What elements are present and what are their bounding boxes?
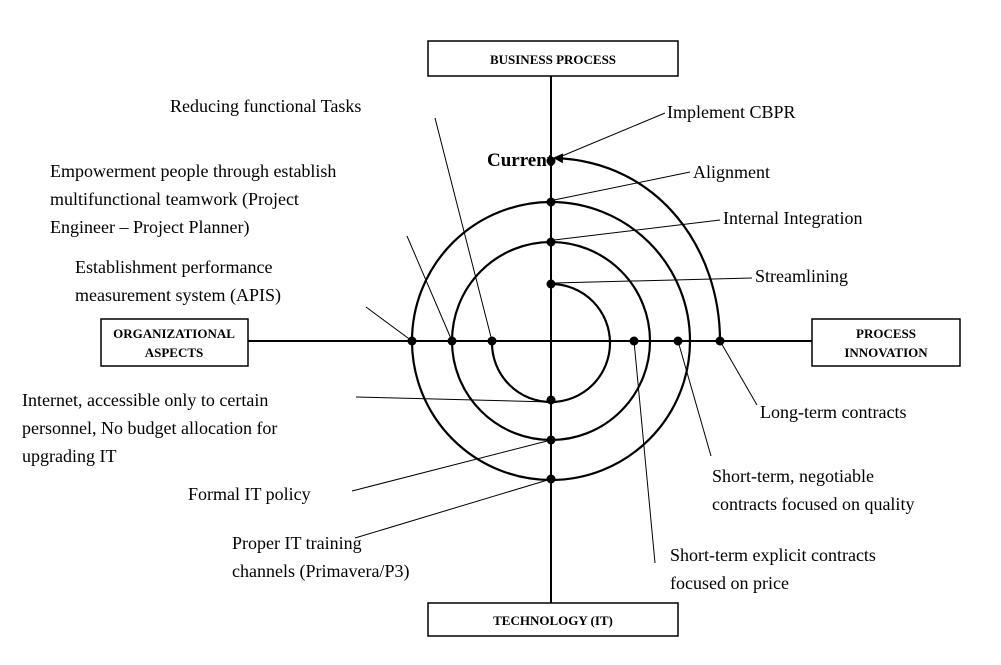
label-apis-line2: measurement system (APIS): [75, 285, 281, 306]
axis-label-bottom-text: TECHNOLOGY (IT): [493, 613, 613, 628]
axis-label-top: BUSINESS PROCESS: [427, 40, 679, 77]
axis-label-right-line1: PROCESS: [856, 326, 916, 341]
dot-current: [546, 156, 556, 166]
axis-label-bottom: TECHNOLOGY (IT): [427, 602, 679, 637]
dot-streamlining: [546, 279, 556, 289]
axis-label-left: ORGANIZATIONAL ASPECTS: [100, 318, 249, 367]
leader-short-explicit: [633, 340, 656, 564]
leader-internal-integration: [553, 219, 721, 241]
inner-ring: [490, 282, 612, 404]
leader-short-negotiable: [677, 340, 712, 457]
dot-internet: [546, 395, 556, 405]
leader-reducing-tasks: [434, 117, 493, 342]
current-label: Current: [487, 150, 554, 171]
label-reducing-tasks: Reducing functional Tasks: [170, 96, 361, 116]
axis-label-left-line1: ORGANIZATIONAL: [113, 326, 235, 341]
leader-internet: [355, 396, 552, 403]
current-arc-arrow: [553, 153, 722, 342]
label-long-term: Long-term contracts: [760, 402, 906, 422]
axis-label-left-line2: ASPECTS: [145, 345, 204, 360]
axis-label-right: PROCESS INNOVATION: [811, 318, 961, 367]
axis-label-right-line2: INNOVATION: [844, 345, 928, 360]
leader-training: [354, 478, 552, 539]
leader-formal-it: [351, 439, 552, 492]
label-training-line1: Proper IT training: [232, 533, 362, 553]
label-short-negotiable-line2: contracts focused on quality: [712, 494, 914, 514]
label-training-line2: channels (Primavera/P3): [232, 561, 409, 582]
leader-long-term: [719, 340, 758, 406]
label-formal-it: Formal IT policy: [188, 484, 311, 504]
label-internal-integration: Internal Integration: [723, 208, 862, 228]
axis-label-top-text: BUSINESS PROCESS: [490, 52, 616, 67]
label-apis-line1: Establishment performance: [75, 257, 272, 277]
label-empowerment-line1: Empowerment people through establish: [50, 161, 336, 181]
leader-streamlining: [553, 277, 753, 284]
label-streamlining: Streamlining: [755, 266, 848, 286]
leader-lines: [351, 112, 758, 564]
label-short-negotiable-line1: Short-term, negotiable: [712, 466, 874, 486]
dot-internal-integration: [546, 237, 556, 247]
leader-alignment: [553, 171, 691, 201]
label-internet-line2: personnel, No budget allocation for: [22, 418, 277, 438]
label-internet-line3: upgrading IT: [22, 446, 116, 466]
leader-empowerment: [406, 235, 453, 342]
label-empowerment-line2: multifunctional teamwork (Project: [50, 189, 299, 210]
label-short-explicit-line2: focused on price: [670, 573, 789, 593]
dot-alignment: [546, 197, 556, 207]
label-internet-line1: Internet, accessible only to certain: [22, 390, 268, 410]
label-empowerment-line3: Engineer – Project Planner): [50, 217, 249, 238]
leader-apis: [365, 306, 413, 342]
leader-implement-cbpr: [561, 112, 666, 157]
label-short-explicit-line1: Short-term explicit contracts: [670, 545, 876, 565]
label-implement-cbpr: Implement CBPR: [667, 102, 796, 122]
label-alignment: Alignment: [693, 162, 770, 182]
